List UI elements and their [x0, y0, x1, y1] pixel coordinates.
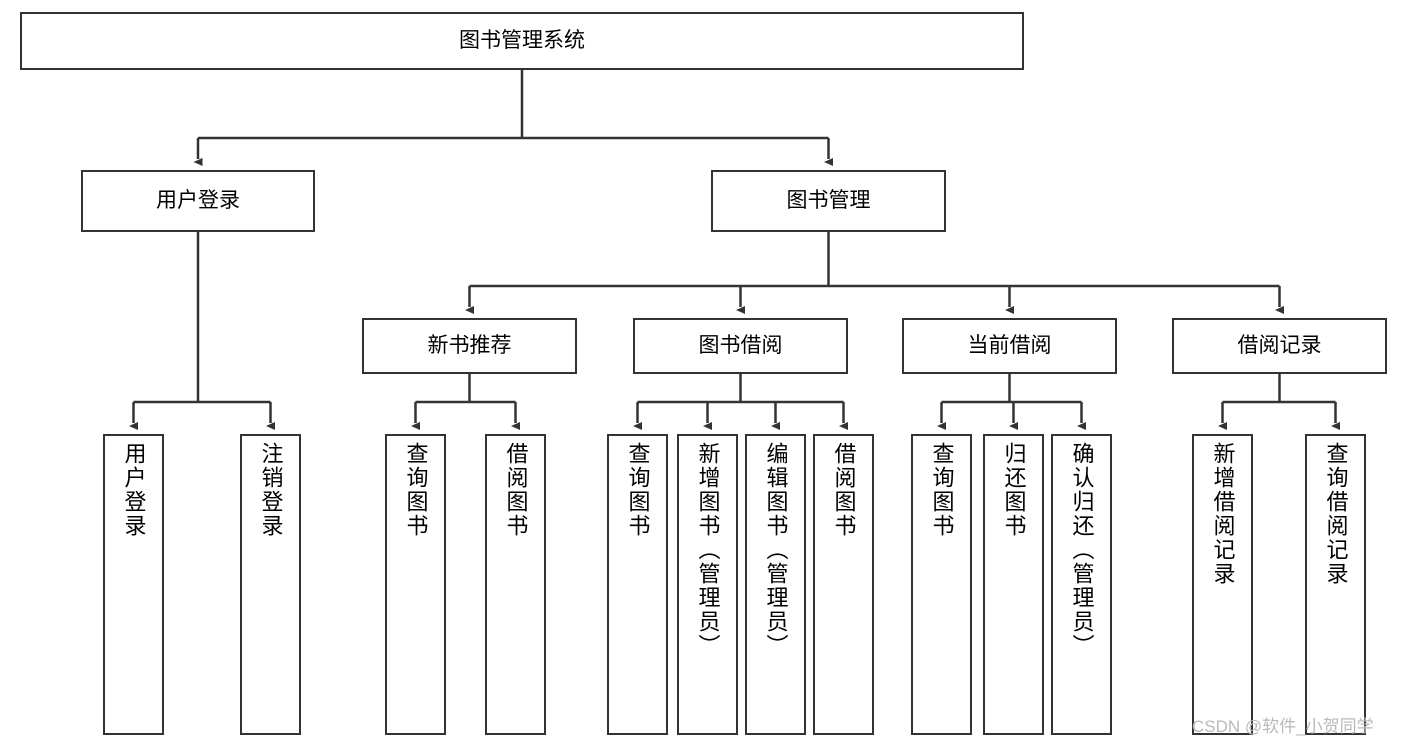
- node-label: 图书管理: [786, 188, 871, 212]
- node-label: 借阅记录: [1237, 333, 1322, 357]
- node-label: 注销登录: [258, 442, 284, 538]
- node-l_return[interactable]: 归还图书: [983, 434, 1044, 735]
- node-l_addrec[interactable]: 新增借阅记录: [1192, 434, 1253, 735]
- node-label: 查询借阅记录: [1323, 442, 1349, 586]
- node-l_qrec[interactable]: 查询借阅记录: [1305, 434, 1366, 735]
- node-label: 新增图书（管理员）: [695, 442, 721, 658]
- node-l_userlogin[interactable]: 用户登录: [103, 434, 164, 735]
- node-label: 新书推荐: [427, 333, 512, 357]
- node-l_b1[interactable]: 借阅图书: [485, 434, 546, 735]
- node-l_b2[interactable]: 借阅图书: [813, 434, 874, 735]
- node-l_q3[interactable]: 查询图书: [911, 434, 972, 735]
- node-label: 编辑图书（管理员）: [763, 442, 789, 658]
- node-bookmgmt[interactable]: 图书管理: [711, 170, 946, 232]
- node-label: 当前借阅: [967, 333, 1052, 357]
- node-label: 借阅图书: [503, 442, 529, 538]
- node-label: 新增借阅记录: [1210, 442, 1236, 586]
- node-l_q1[interactable]: 查询图书: [385, 434, 446, 735]
- node-newbook[interactable]: 新书推荐: [362, 318, 577, 374]
- csdn-watermark: CSDN @软件_小贺同学: [1192, 717, 1374, 736]
- node-label: 用户登录: [121, 442, 147, 538]
- node-borrow[interactable]: 图书借阅: [633, 318, 848, 374]
- node-label: 查询图书: [625, 442, 651, 538]
- node-label: 用户登录: [156, 188, 240, 212]
- node-label: 归还图书: [1001, 442, 1027, 538]
- node-l_confirm[interactable]: 确认归还（管理员）: [1051, 434, 1112, 735]
- node-label: 查询图书: [929, 442, 955, 538]
- node-current[interactable]: 当前借阅: [902, 318, 1117, 374]
- node-records[interactable]: 借阅记录: [1172, 318, 1387, 374]
- node-l_add[interactable]: 新增图书（管理员）: [677, 434, 738, 735]
- node-label: 借阅图书: [831, 442, 857, 538]
- node-login[interactable]: 用户登录: [81, 170, 315, 232]
- node-l_logout[interactable]: 注销登录: [240, 434, 301, 735]
- node-label: 图书管理系统: [459, 28, 585, 52]
- node-l_edit[interactable]: 编辑图书（管理员）: [745, 434, 806, 735]
- node-l_q2[interactable]: 查询图书: [607, 434, 668, 735]
- node-label: 图书借阅: [698, 333, 783, 357]
- node-root[interactable]: 图书管理系统: [20, 12, 1024, 70]
- node-label: 确认归还（管理员）: [1069, 442, 1095, 658]
- node-label: 查询图书: [403, 442, 429, 538]
